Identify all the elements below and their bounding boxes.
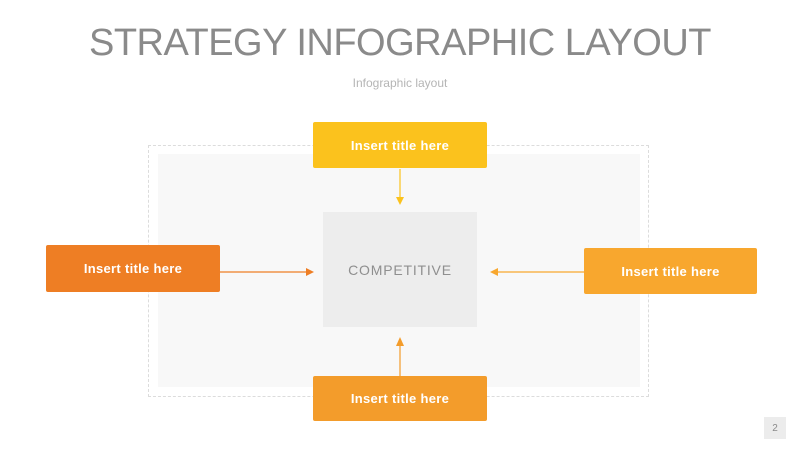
arrow-head [490, 268, 498, 276]
center-competitive-box[interactable]: COMPETITIVE [323, 212, 477, 327]
arrow-up-icon [396, 337, 404, 376]
node-bottom-label: Insert title here [350, 391, 450, 406]
node-top-label: Insert title here [350, 137, 450, 153]
arrow-head [396, 197, 404, 205]
node-top-title-box[interactable]: Insert title here [313, 122, 487, 168]
arrow-left-icon [490, 268, 584, 276]
page-title: STRATEGY INFOGRAPHIC LAYOUT [88, 22, 712, 64]
node-bottom-title-box[interactable]: Insert title here [313, 376, 487, 421]
page-subtitle: Infographic layout [352, 76, 448, 90]
arrow-head [306, 268, 314, 276]
node-right-title-box[interactable]: Insert title here [584, 248, 757, 294]
arrow-down-icon [396, 169, 404, 205]
arrow-right-icon [220, 268, 314, 276]
center-label: COMPETITIVE [348, 261, 452, 278]
page-number-badge: 2 [764, 417, 786, 439]
node-left-title-box[interactable]: Insert title here [46, 245, 220, 292]
arrow-head [396, 337, 404, 346]
node-left-label: Insert title here [83, 261, 183, 276]
node-right-label: Insert title here [621, 263, 720, 279]
